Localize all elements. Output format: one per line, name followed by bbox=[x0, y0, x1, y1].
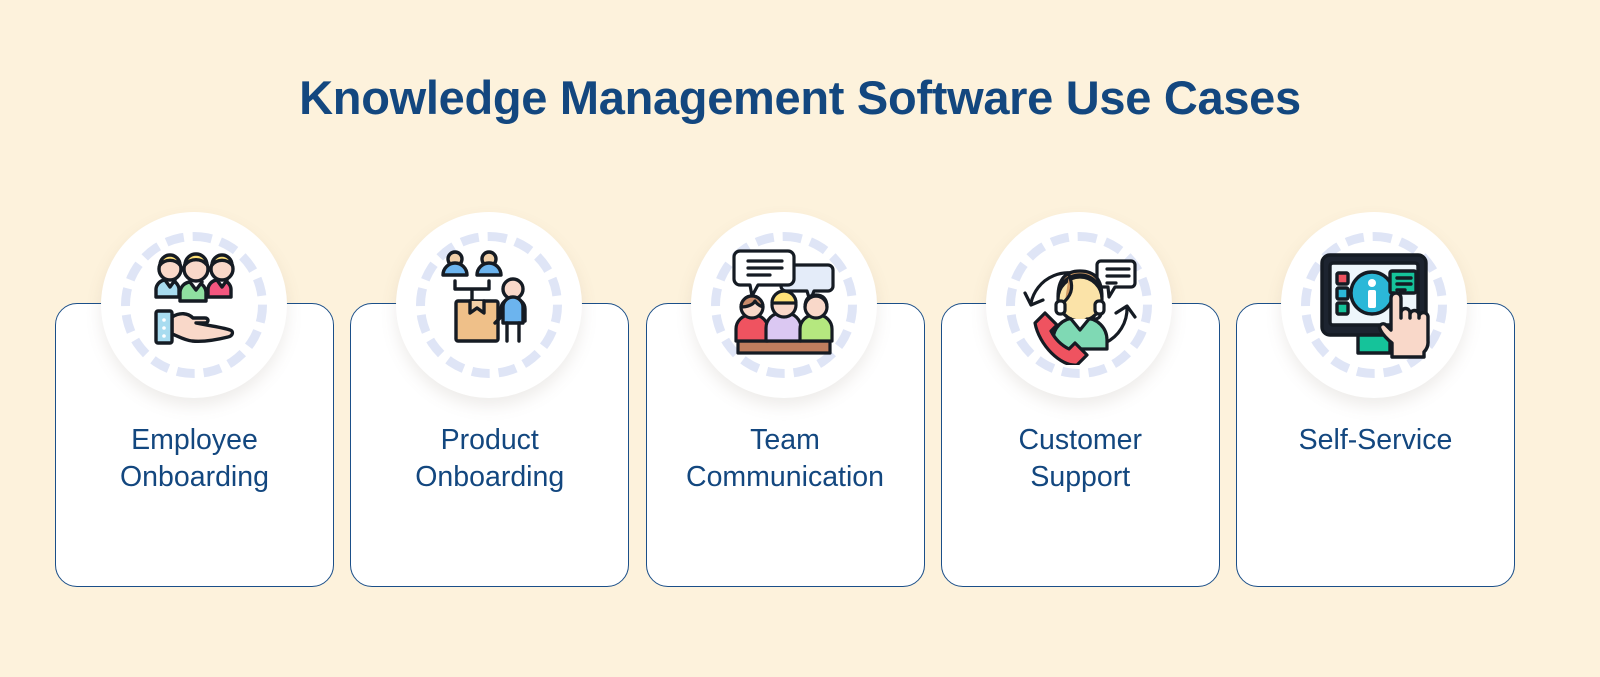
dashed-ring-decoration bbox=[711, 232, 857, 378]
self-service-icon bbox=[1314, 245, 1434, 365]
use-case-card-label: Product Onboarding bbox=[415, 424, 565, 493]
product-onboarding-icon bbox=[429, 245, 549, 365]
customer-support-icon bbox=[1019, 245, 1139, 365]
use-case-card-self-service[interactable]: Self-Service bbox=[1236, 303, 1515, 587]
use-case-card-label: Team Communication bbox=[686, 424, 884, 493]
use-case-card-label: Employee Onboarding bbox=[120, 424, 269, 493]
dashed-ring-decoration bbox=[1301, 232, 1447, 378]
use-case-badge-product-onboarding bbox=[396, 212, 582, 398]
employee-onboarding-icon bbox=[134, 245, 254, 365]
use-case-badge-self-service bbox=[1281, 212, 1467, 398]
use-case-card-label: Self-Service bbox=[1298, 424, 1453, 456]
use-case-card-label: Customer Support bbox=[1018, 424, 1143, 493]
use-case-badge-customer-support bbox=[986, 212, 1172, 398]
use-case-badge-employee-onboarding bbox=[101, 212, 287, 398]
dashed-ring-decoration bbox=[416, 232, 562, 378]
use-case-badge-team-communication bbox=[691, 212, 877, 398]
page-title: Knowledge Management Software Use Cases bbox=[299, 71, 1301, 124]
dashed-ring-decoration bbox=[1006, 232, 1152, 378]
team-communication-icon bbox=[724, 245, 844, 365]
dashed-ring-decoration bbox=[121, 232, 267, 378]
